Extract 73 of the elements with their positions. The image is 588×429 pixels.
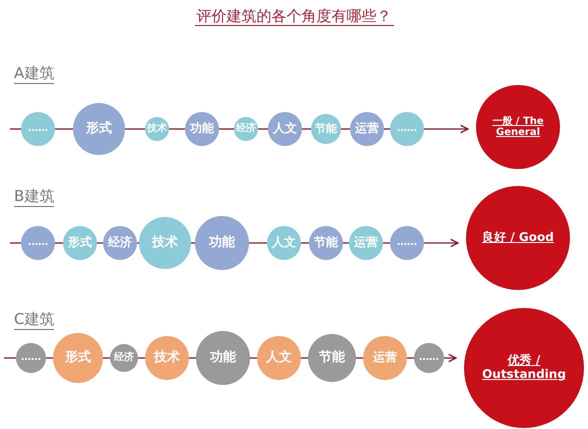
circle-node [21,112,55,146]
arrow [424,124,469,134]
node-label: 形式 [86,122,112,136]
circle-node [390,226,424,260]
circle-node [234,117,258,141]
circle-node [139,217,191,269]
node-label: 节能 [314,236,338,250]
circle-node [145,117,169,141]
circle-node [257,336,301,380]
node-label: 一般 / The General [491,116,545,138]
circle-node [110,344,138,372]
arrow [444,354,457,362]
circle-node [311,114,341,144]
node-label: 运营 [354,236,378,250]
circle-node [350,112,384,146]
circle-node [145,336,189,380]
circle-node [349,226,383,260]
connector-line [169,128,185,130]
node-label: 技术 [147,123,167,135]
node-label: 优秀 / Outstanding [481,354,567,382]
circle-node [53,333,103,383]
node-label: 功能 [210,350,236,366]
node-label: …… [397,123,417,135]
connector-line [125,128,145,130]
node-label: 运营 [373,351,397,365]
circle-node [195,216,249,270]
node-label: …… [419,352,439,364]
circle-node [267,226,301,260]
circle-node [63,226,97,260]
node-label: 节能 [315,122,337,136]
row-heading: C建筑 [14,310,54,330]
connector-line [219,128,234,130]
circle-node [16,343,46,373]
circle-node [73,103,125,155]
node-label: 功能 [190,122,214,136]
circle-node [390,112,424,146]
node-label: …… [397,237,417,249]
node-label: 良好 / Good [482,231,554,245]
row-heading: A建筑 [14,64,54,84]
node-label: 人文 [266,350,292,366]
node-label: …… [21,352,41,364]
circle-node [363,336,407,380]
arrow [424,238,459,248]
node-label: …… [28,123,48,135]
node-label: 形式 [68,236,92,250]
circle-node [268,112,302,146]
circle-node [185,112,219,146]
connector-line [258,128,268,130]
node-label: 技术 [154,350,180,366]
node-label: 节能 [319,350,345,366]
connector-line [249,242,267,244]
node-label: 经济 [114,352,134,364]
node-label: 功能 [209,236,235,250]
circle-node [103,226,137,260]
node-label: 人文 [273,122,297,136]
connector-line [55,128,73,130]
node-label: …… [28,237,48,249]
node-label: 经济 [108,236,132,250]
circle-node [414,343,444,373]
diagram-title: 评价建筑的各个角度有哪些？ [194,7,394,26]
row-heading: B建筑 [14,187,54,207]
connector-line [10,242,21,244]
node-label: 人文 [272,236,296,250]
node-label: 形式 [65,350,91,366]
connector-line [4,357,16,359]
circle-node [309,226,343,260]
circle-node [308,334,356,382]
connector-line [10,128,21,130]
node-label: 技术 [152,236,178,250]
circle-node [21,226,55,260]
node-label: 经济 [236,123,256,135]
circle-node [196,331,250,385]
node-label: 运营 [355,122,379,136]
